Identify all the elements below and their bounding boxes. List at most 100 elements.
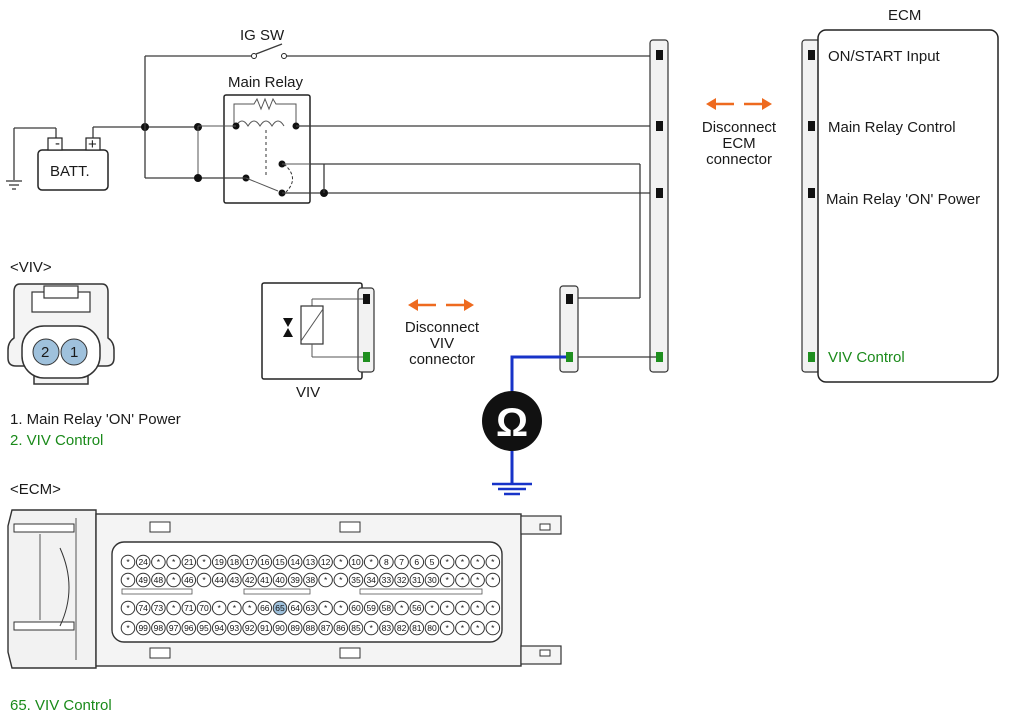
ecm-pin bbox=[485, 620, 501, 636]
ecm-pin-label: 66 bbox=[260, 603, 270, 613]
ecm-pin-label: * bbox=[461, 603, 465, 613]
disconnect-ecm-line3: connector bbox=[706, 151, 772, 168]
ecm-pin bbox=[166, 554, 181, 570]
ecm-pin-label: 56 bbox=[412, 603, 422, 613]
ecm-pin-label: 71 bbox=[184, 603, 194, 613]
ecm-pin-label: * bbox=[126, 575, 130, 585]
ecm-pin bbox=[379, 572, 394, 588]
ig-switch: IG SW bbox=[144, 27, 655, 178]
ecm-pin-label: * bbox=[370, 557, 374, 567]
ecm-pin bbox=[135, 620, 151, 636]
ecm-pin bbox=[439, 572, 455, 588]
ecm-pin-label: * bbox=[476, 575, 480, 585]
ecm-pin bbox=[181, 572, 197, 588]
ecm-pin bbox=[227, 572, 242, 588]
ecm-pin bbox=[303, 554, 318, 570]
ecm-pin-label: * bbox=[491, 557, 495, 567]
ecm-pin-label: * bbox=[400, 603, 404, 613]
ecm-pin-label: * bbox=[491, 603, 495, 613]
ecm-pin bbox=[333, 554, 349, 570]
ecm-pin bbox=[485, 600, 501, 616]
ecm-pin-label: 95 bbox=[199, 623, 209, 633]
ecm-pin-label: 63 bbox=[306, 603, 316, 613]
ecm-pin bbox=[227, 554, 242, 570]
ecm-pin-label: 34 bbox=[366, 575, 376, 585]
ecm-pin-label: 17 bbox=[245, 557, 255, 567]
ecm-pin bbox=[120, 572, 136, 588]
viv-legend-2: 2. VIV Control bbox=[10, 432, 103, 449]
ecm-pin bbox=[394, 554, 409, 570]
ecm-pin bbox=[455, 572, 470, 588]
ecm-pin-label: * bbox=[126, 603, 130, 613]
ecm-pin-label: 60 bbox=[351, 603, 361, 613]
disconnect-ecm-line2: ECM bbox=[722, 135, 755, 152]
disconnect-ecm-arrows bbox=[706, 98, 772, 110]
ecm-pin bbox=[424, 572, 440, 588]
ecm-pin-label: 21 bbox=[184, 557, 194, 567]
ecm-pin bbox=[303, 600, 318, 616]
ecm-pin-label: * bbox=[172, 575, 176, 585]
ecm-pin bbox=[120, 554, 136, 570]
ecm-pin bbox=[318, 600, 333, 616]
battery-label: BATT. bbox=[50, 163, 90, 180]
disconnect-viv-line3: connector bbox=[409, 351, 475, 368]
ecm-pin-label: * bbox=[476, 623, 480, 633]
ecm-pin bbox=[272, 600, 288, 616]
ecm-pin-label: 31 bbox=[412, 575, 422, 585]
viv-legend-1: 1. Main Relay 'ON' Power bbox=[10, 411, 181, 428]
ecm-pin bbox=[379, 600, 394, 616]
ecm-pin bbox=[227, 620, 242, 636]
viv-pin-2: 2 bbox=[41, 344, 49, 361]
ecm-pin-label: 49 bbox=[138, 575, 148, 585]
ecm-pin bbox=[379, 620, 394, 636]
ecm-pin-label: 65 bbox=[275, 603, 285, 613]
main-relay: Main Relay bbox=[197, 74, 311, 204]
ecm-pin bbox=[257, 572, 273, 588]
ecm-pin-label: 15 bbox=[275, 557, 285, 567]
ecm-pin-label: * bbox=[446, 575, 450, 585]
ecm-pin-label: 86 bbox=[336, 623, 346, 633]
battery-plus-sign: + bbox=[88, 136, 97, 153]
ecm-pin-label: 97 bbox=[169, 623, 179, 633]
ecm-pin bbox=[455, 620, 470, 636]
ecm-pin bbox=[363, 572, 379, 588]
ecm-pin-label: 5 bbox=[430, 557, 435, 567]
ecm-pin bbox=[318, 620, 333, 636]
ecm-pin-label: * bbox=[324, 575, 328, 585]
viv-pin-1: 1 bbox=[70, 344, 78, 361]
ecm-pin-label: 35 bbox=[351, 575, 361, 585]
ecm-pin bbox=[470, 620, 485, 636]
ecm-pin-label: 19 bbox=[214, 557, 224, 567]
ecm-pin-label: * bbox=[339, 603, 343, 613]
ecm-connector-header: <ECM> bbox=[10, 481, 61, 498]
ecm-pin bbox=[439, 554, 455, 570]
battery: - + BATT. bbox=[6, 127, 109, 191]
ecm-pin-label: 6 bbox=[414, 557, 419, 567]
ecm-pin bbox=[196, 620, 212, 636]
ecm-module: ECM ON/START Input Main Relay Control Ma… bbox=[801, 7, 999, 383]
ecm-pin-label: 88 bbox=[306, 623, 316, 633]
ecm-pin bbox=[211, 620, 227, 636]
ecm-pin-label: 14 bbox=[290, 557, 300, 567]
ecm-pin bbox=[242, 620, 257, 636]
ecm-pin bbox=[242, 572, 257, 588]
ecm-pin-label: 74 bbox=[138, 603, 148, 613]
ecm-harness-connector bbox=[649, 39, 669, 373]
ecm-pin-label: 38 bbox=[306, 575, 316, 585]
ecm-pin-label: * bbox=[126, 623, 130, 633]
ecm-pin bbox=[348, 554, 364, 570]
ecm-pin bbox=[455, 554, 470, 570]
ohm-icon: Ω bbox=[496, 401, 528, 445]
ecm-pin bbox=[257, 554, 273, 570]
ecm-pin-label: 81 bbox=[412, 623, 422, 633]
viv-connector-face: 2 1 bbox=[7, 283, 115, 385]
ecm-pin bbox=[409, 620, 425, 636]
ecm-pin bbox=[196, 572, 212, 588]
ecm-legend-65: 65. VIV Control bbox=[10, 697, 112, 714]
ecm-pin-label: 92 bbox=[245, 623, 255, 633]
ecm-pin-label: * bbox=[430, 603, 434, 613]
ecm-pin-label: * bbox=[248, 603, 252, 613]
ecm-pin bbox=[363, 600, 379, 616]
